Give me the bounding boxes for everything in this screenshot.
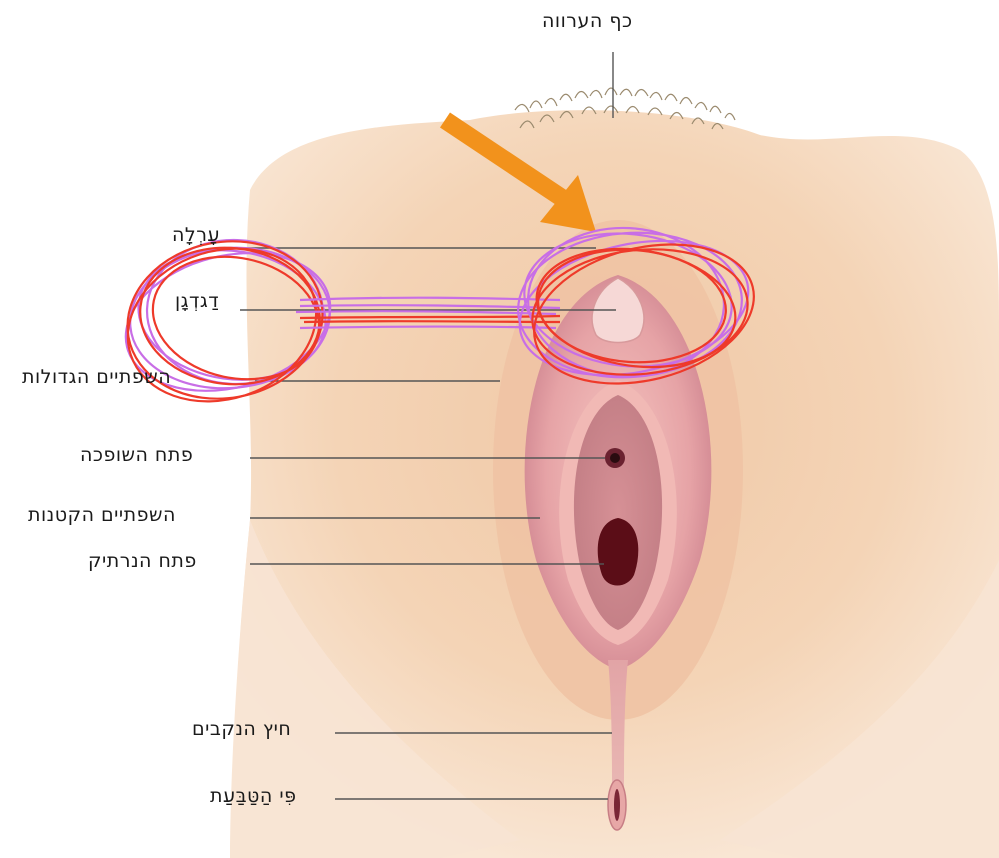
anus-core: [614, 789, 620, 821]
vaginal-opening-shape: [598, 518, 639, 586]
label-mons-pubis: כף הערווה: [542, 12, 633, 31]
label-urethral-opening: פתח השופכה: [80, 446, 193, 465]
label-perineum: חיץ הנקבים: [192, 720, 291, 739]
label-vaginal-opening: פתח הנרתיק: [88, 552, 197, 571]
label-clitoral-hood: עָרְלָה: [172, 226, 220, 245]
label-labia-minora: השפתיים הקטנות: [28, 506, 176, 525]
label-labia-majora: השפתיים הגדולות: [22, 368, 171, 387]
urethral-opening-core: [610, 453, 620, 463]
label-clitoris: דַגדְגָן: [175, 292, 219, 311]
label-anus: פִּי הַטַּבַּעַת: [210, 787, 296, 806]
